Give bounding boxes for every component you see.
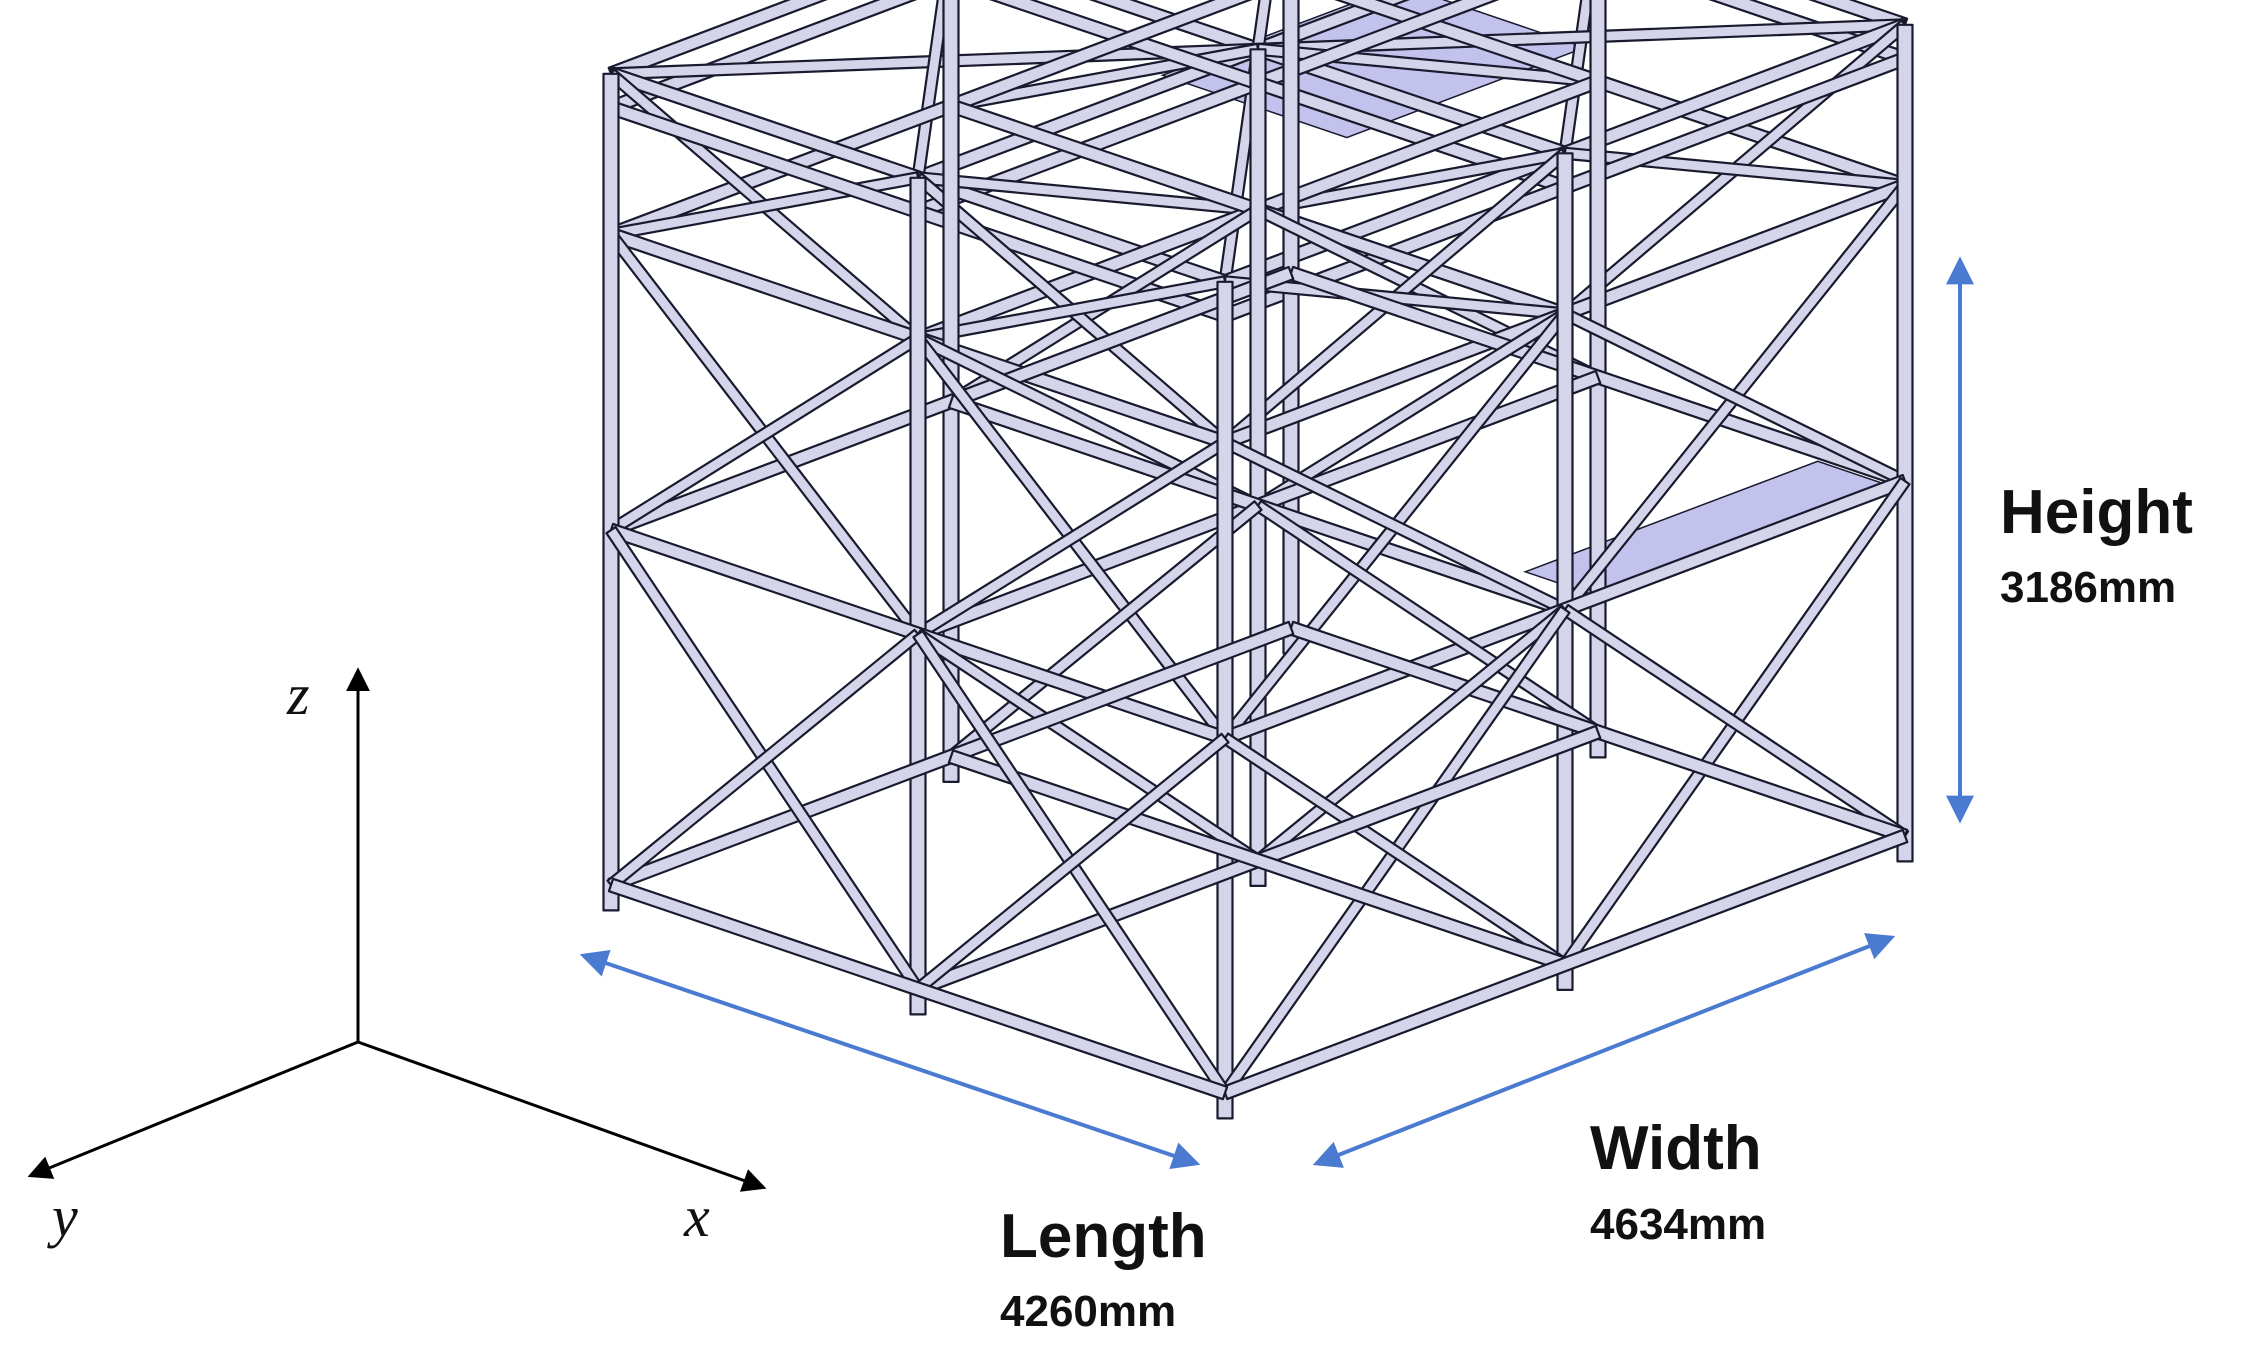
width-value: 4634mm xyxy=(1590,1200,1767,1249)
z-axis-label: z xyxy=(287,662,310,727)
x-axis-line xyxy=(357,1040,767,1192)
width-arrow xyxy=(1312,933,1896,1168)
column-member xyxy=(1249,48,1267,887)
dimension-arrows xyxy=(579,256,1974,1170)
length-arrow xyxy=(579,949,1201,1170)
length-value: 4260mm xyxy=(1000,1287,1177,1336)
coordinate-axes xyxy=(27,667,767,1192)
brace-member xyxy=(913,732,1230,995)
height-label: Height xyxy=(2000,478,2193,547)
width-label: Width xyxy=(1590,1114,1762,1183)
y-axis-line xyxy=(27,1040,359,1179)
column-member xyxy=(1896,23,1914,863)
brace-member xyxy=(1561,307,1909,488)
brace-member xyxy=(1560,603,1910,842)
column-member xyxy=(1216,280,1234,1120)
x-axis-label: x xyxy=(684,1184,710,1249)
brace-member xyxy=(606,628,923,891)
frame-members xyxy=(602,0,1914,1120)
column-member xyxy=(602,72,620,912)
length-label: Length xyxy=(1000,1202,1207,1271)
brace-member xyxy=(1221,436,1569,616)
height-value: 3186mm xyxy=(2000,563,2177,612)
y-axis-label: y xyxy=(52,1184,78,1249)
column-member xyxy=(909,176,927,1016)
column-member xyxy=(1556,152,1574,991)
column-member xyxy=(1282,0,1300,655)
